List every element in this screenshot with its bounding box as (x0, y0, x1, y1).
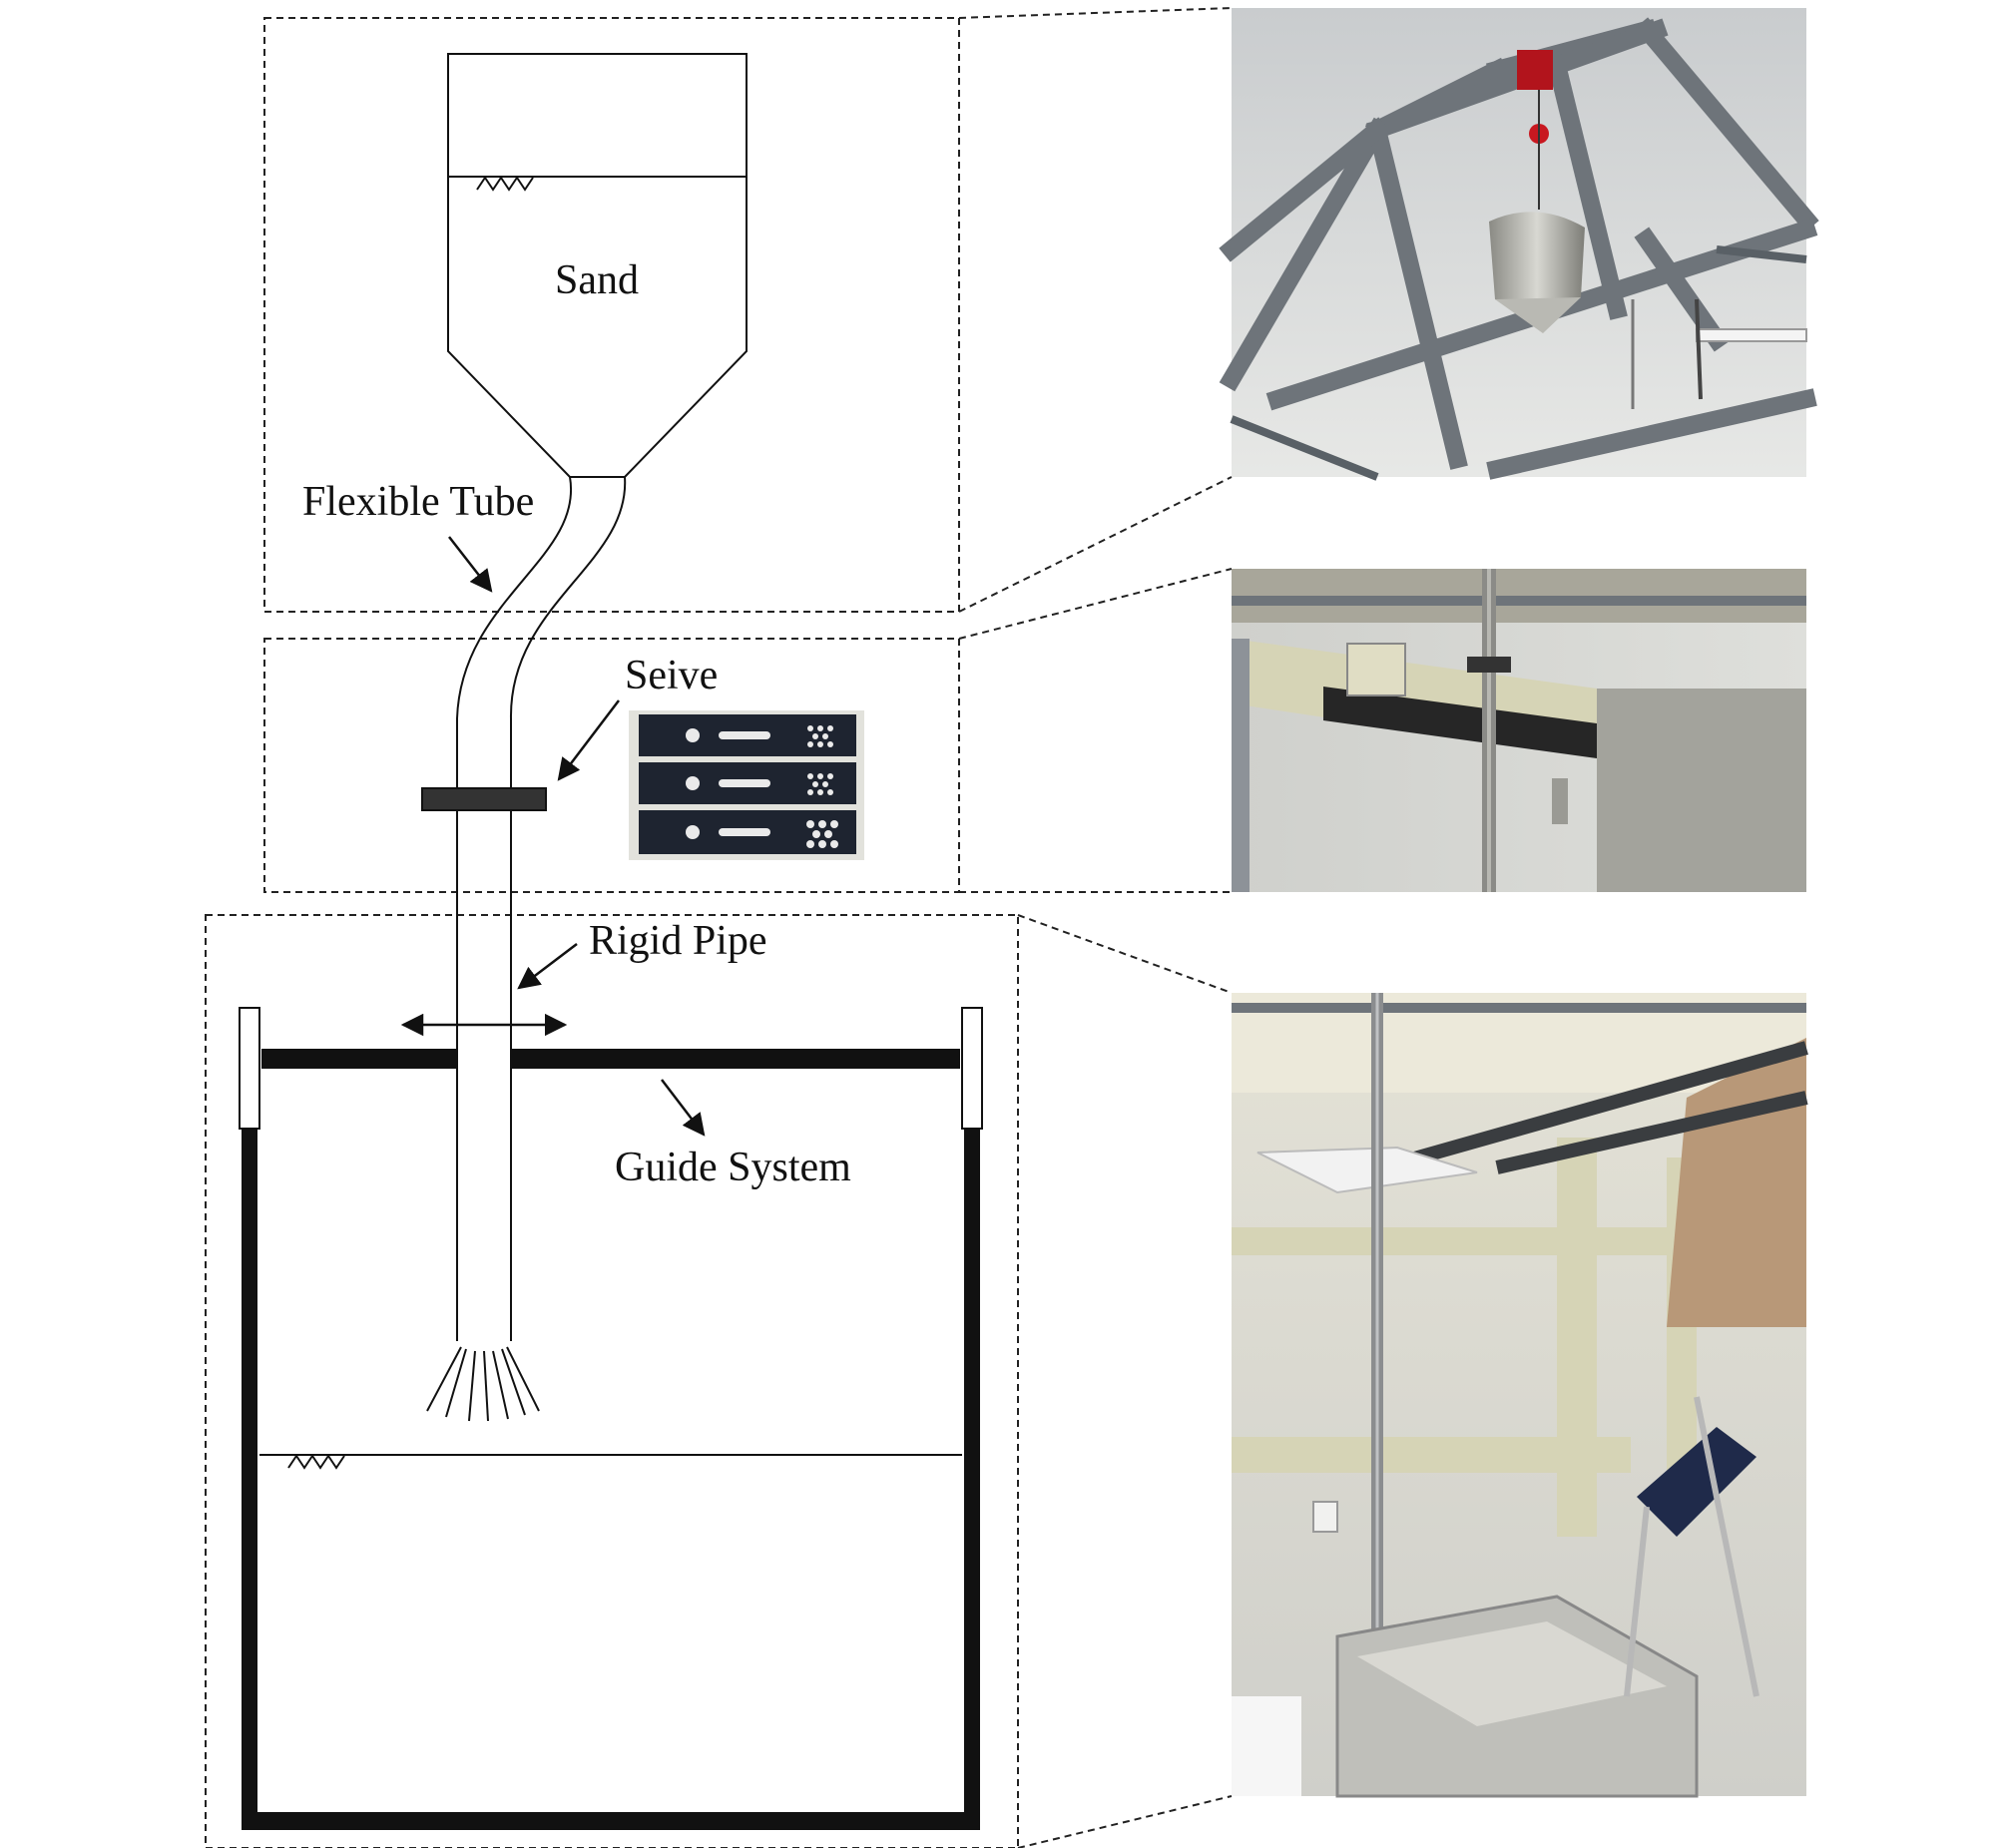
guide-rail-bar (261, 1049, 960, 1069)
rigid-pipe-label: Rigid Pipe (589, 918, 767, 964)
seive-plate (421, 787, 547, 811)
hopper-section-frame (263, 17, 960, 613)
photo-hopper-on-ceiling-frame (1219, 8, 1819, 481)
seive-arrow (557, 699, 620, 781)
connector-top-2 (958, 476, 1233, 613)
sand-box-left-wall (242, 1129, 257, 1830)
seive-plate-strip-2 (639, 762, 856, 804)
flexible-tube-arrow (448, 536, 493, 593)
seive-plate-strip-1 (639, 714, 856, 756)
box-section-frame (205, 914, 1019, 1848)
pipe-carriage-gap (458, 1046, 510, 1072)
sand-label: Sand (555, 257, 639, 303)
connector-bot-1 (1017, 914, 1233, 994)
guide-system-arrow (661, 1079, 706, 1137)
seive-plates-photo (629, 710, 864, 860)
deposited-sand-surface-symbol (287, 1454, 345, 1470)
flexible-tube-right-wall (509, 476, 627, 792)
photo-rigid-pipe-and-sand-box (1232, 993, 1808, 1798)
seive-label: Seive (625, 653, 718, 698)
sand-stream-lines (426, 1346, 540, 1422)
sand-surface-symbol (476, 176, 534, 192)
seive-plate-strip-3 (639, 810, 856, 854)
guide-system-label: Guide System (615, 1145, 851, 1190)
sand-box-floor (242, 1812, 980, 1830)
connector-mid-1 (958, 568, 1233, 640)
sand-box-right-wall (964, 1129, 980, 1830)
flexible-tube-left-wall (456, 476, 573, 792)
guide-post-left (239, 1007, 260, 1130)
connector-bot-2 (1017, 1795, 1233, 1848)
seive-section-frame (263, 638, 960, 893)
rigid-pipe (456, 810, 512, 1341)
flexible-tube (456, 476, 627, 792)
guide-post-right (961, 1007, 983, 1130)
dashed-frames (205, 7, 1233, 1848)
sand-box (242, 1129, 980, 1830)
rigid-pipe-arrow (517, 943, 578, 990)
flexible-tube-label: Flexible Tube (302, 479, 534, 525)
connector-top-1 (958, 7, 1233, 19)
photo-seive-on-rail (1232, 569, 1806, 892)
